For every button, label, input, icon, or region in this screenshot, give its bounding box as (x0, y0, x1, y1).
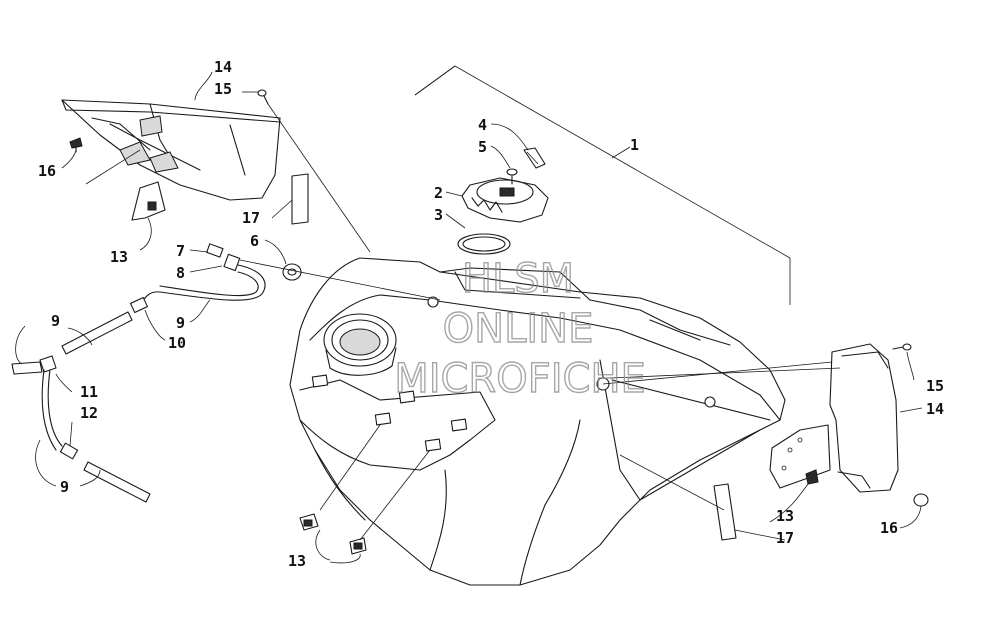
callout-7: 7 (176, 242, 185, 260)
fuel-fitting (206, 243, 241, 272)
callout-11: 11 (80, 383, 98, 401)
clip-part (523, 147, 546, 169)
leader-lines (15, 71, 923, 564)
fuel-hoses (11, 264, 266, 503)
fuel-pump-cap (461, 177, 549, 223)
grommet-part (282, 263, 302, 281)
callout-2: 2 (434, 184, 443, 202)
callout-14-right: 14 (926, 400, 944, 418)
clips-bottom (299, 513, 367, 555)
callout-6: 6 (250, 232, 259, 250)
callout-9-bottom: 9 (60, 478, 69, 496)
callout-9-top-left: 9 (51, 312, 60, 330)
screw-part (506, 168, 518, 185)
callout-15-right: 15 (926, 377, 944, 395)
callout-9-mid: 9 (176, 314, 185, 332)
callout-numbers: 1 2 3 4 5 6 7 8 9 9 9 10 11 12 13 13 13 … (38, 58, 944, 570)
callout-15-left: 15 (214, 80, 232, 98)
callout-17-left: 17 (242, 209, 260, 227)
watermark-line-1: HLSM (462, 256, 574, 302)
callout-5: 5 (478, 138, 487, 156)
callout-14-left: 14 (214, 58, 232, 76)
watermark-line-2: ONLINE (443, 306, 594, 352)
assembly-bracket (414, 65, 791, 305)
watermark-line-3: MICROFICHE (394, 356, 646, 402)
watermark: HLSM ONLINE MICROFICHE (393, 255, 646, 402)
callout-13-bottom: 13 (288, 552, 306, 570)
callout-12: 12 (80, 404, 98, 422)
fuel-tank (289, 257, 786, 586)
callout-4: 4 (478, 116, 487, 134)
gasket-ring (457, 233, 511, 255)
callout-13-left: 13 (110, 248, 128, 266)
callout-13-right: 13 (776, 507, 794, 525)
callout-16-left: 16 (38, 162, 56, 180)
callout-16-right: 16 (880, 519, 898, 537)
callout-3: 3 (434, 206, 443, 224)
callout-17-right: 17 (776, 529, 794, 547)
callout-8: 8 (176, 264, 185, 282)
callout-10: 10 (168, 334, 186, 352)
left-side-panel (61, 89, 309, 225)
right-side-panel (713, 343, 929, 541)
callout-1: 1 (630, 136, 639, 154)
